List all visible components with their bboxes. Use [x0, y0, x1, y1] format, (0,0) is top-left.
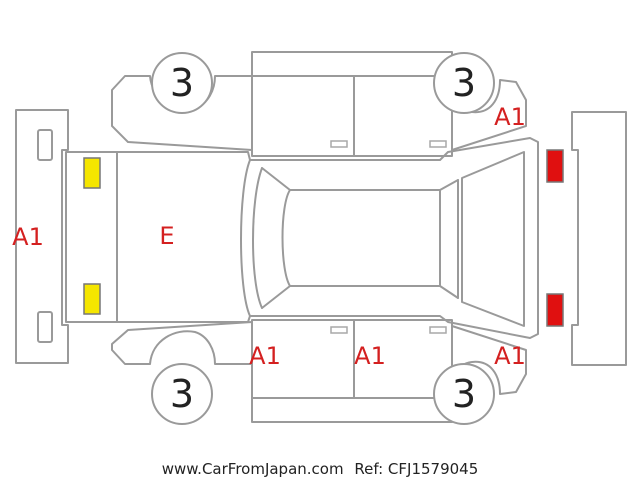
- footer-site: www.CarFromJapan.com: [162, 460, 344, 478]
- front-bumper: [15, 109, 69, 364]
- wheel-rear-right: 3: [433, 52, 495, 114]
- mark-rear-left-fender: A1: [494, 342, 526, 370]
- wheel-grade-rear-right: 3: [452, 61, 476, 105]
- taillight-lower-icon: [546, 293, 564, 327]
- mark-rear-right-fender: A1: [494, 103, 526, 131]
- footer-ref: Ref: CFJ1579045: [354, 460, 478, 478]
- footer-text: www.CarFromJapan.com Ref: CFJ1579045: [162, 460, 479, 478]
- wheel-grade-rear-left: 3: [452, 372, 476, 416]
- car-body-outline: [65, 137, 539, 339]
- wheel-front-left: 3: [151, 363, 213, 425]
- rear-bumper: [571, 111, 627, 366]
- mark-rear-left-door: A1: [354, 342, 386, 370]
- mark-hood: E: [159, 222, 174, 250]
- wheel-front-right: 3: [151, 52, 213, 114]
- headlight-upper-icon: [83, 157, 101, 189]
- wheel-grade-front-right: 3: [170, 61, 194, 105]
- wheel-rear-left: 3: [433, 363, 495, 425]
- mark-front-bumper: A1: [12, 223, 44, 251]
- headlight-lower-icon: [83, 283, 101, 315]
- taillight-upper-icon: [546, 149, 564, 183]
- mark-front-left-door: A1: [249, 342, 281, 370]
- wheel-grade-front-left: 3: [170, 372, 194, 416]
